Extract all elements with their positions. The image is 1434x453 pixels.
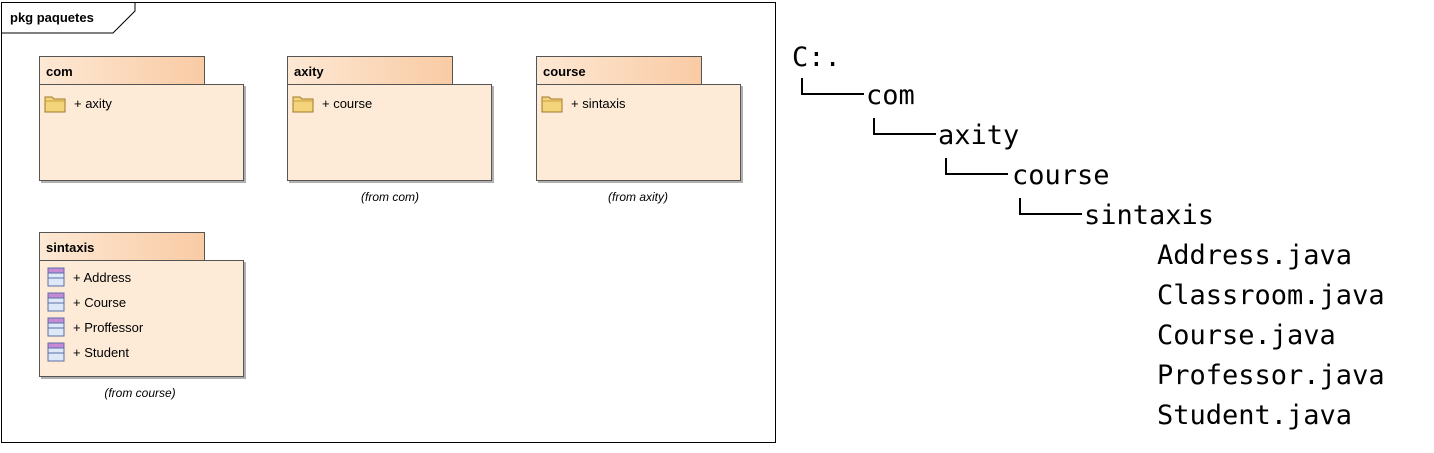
tree-file: Student.java <box>1157 400 1353 431</box>
class-icon <box>47 292 65 312</box>
folder-icon <box>44 96 66 113</box>
package-course-body: + sintaxis <box>536 84 741 181</box>
package-item[interactable]: + course <box>292 92 372 114</box>
package-com-body: + axity <box>39 84 244 181</box>
tree-file: Classroom.java <box>1157 280 1385 311</box>
package-course-name: course <box>543 64 586 79</box>
tree-connectors <box>801 78 1082 215</box>
tree-file: Professor.java <box>1157 360 1385 391</box>
package-item[interactable]: + Address <box>44 266 131 288</box>
package-item-label: + axity <box>74 95 112 111</box>
package-com-tab: com <box>39 56 205 85</box>
package-item[interactable]: + axity <box>44 92 112 114</box>
from-label: (from com) <box>361 190 419 204</box>
package-item[interactable]: + Course <box>44 291 126 313</box>
folder-icon <box>292 96 314 113</box>
folder-icon <box>541 96 563 113</box>
package-item-label: + Student <box>73 344 130 360</box>
package-item-label: + sintaxis <box>571 95 626 111</box>
tree-folder-axity: axity <box>938 120 1020 151</box>
from-label: (from axity) <box>608 190 668 204</box>
package-axity-tab: axity <box>287 56 453 85</box>
package-sintaxis-name: sintaxis <box>46 240 95 255</box>
tree-folder-course: course <box>1012 160 1110 191</box>
frame-label: pkg paquetes <box>10 10 94 25</box>
tree-folder-sintaxis: sintaxis <box>1084 200 1215 231</box>
class-icon <box>47 267 65 287</box>
package-item-label: + Proffessor <box>73 319 144 335</box>
package-item[interactable]: + Proffessor <box>44 316 143 338</box>
package-axity-name: axity <box>294 64 324 79</box>
tree-file: Course.java <box>1157 320 1336 351</box>
package-course-tab: course <box>536 56 702 85</box>
tree-root: C:. <box>792 42 841 73</box>
package-sintaxis-body: + Address + Course + Proffessor <box>39 260 244 377</box>
class-icon <box>47 342 65 362</box>
package-axity-body: + course <box>287 84 492 181</box>
package-item-label: + Course <box>73 294 127 310</box>
package-sintaxis-tab: sintaxis <box>39 232 205 261</box>
package-item[interactable]: + Student <box>44 341 129 363</box>
tree-folder-com: com <box>866 80 915 111</box>
class-icon <box>47 317 65 337</box>
tree-file: Address.java <box>1157 240 1353 271</box>
package-com-name: com <box>46 64 73 79</box>
package-item[interactable]: + sintaxis <box>541 92 626 114</box>
package-item-label: + course <box>322 95 373 111</box>
from-label: (from course) <box>104 386 176 400</box>
package-item-label: + Address <box>73 269 132 285</box>
frame-tab-outline <box>1 2 136 34</box>
